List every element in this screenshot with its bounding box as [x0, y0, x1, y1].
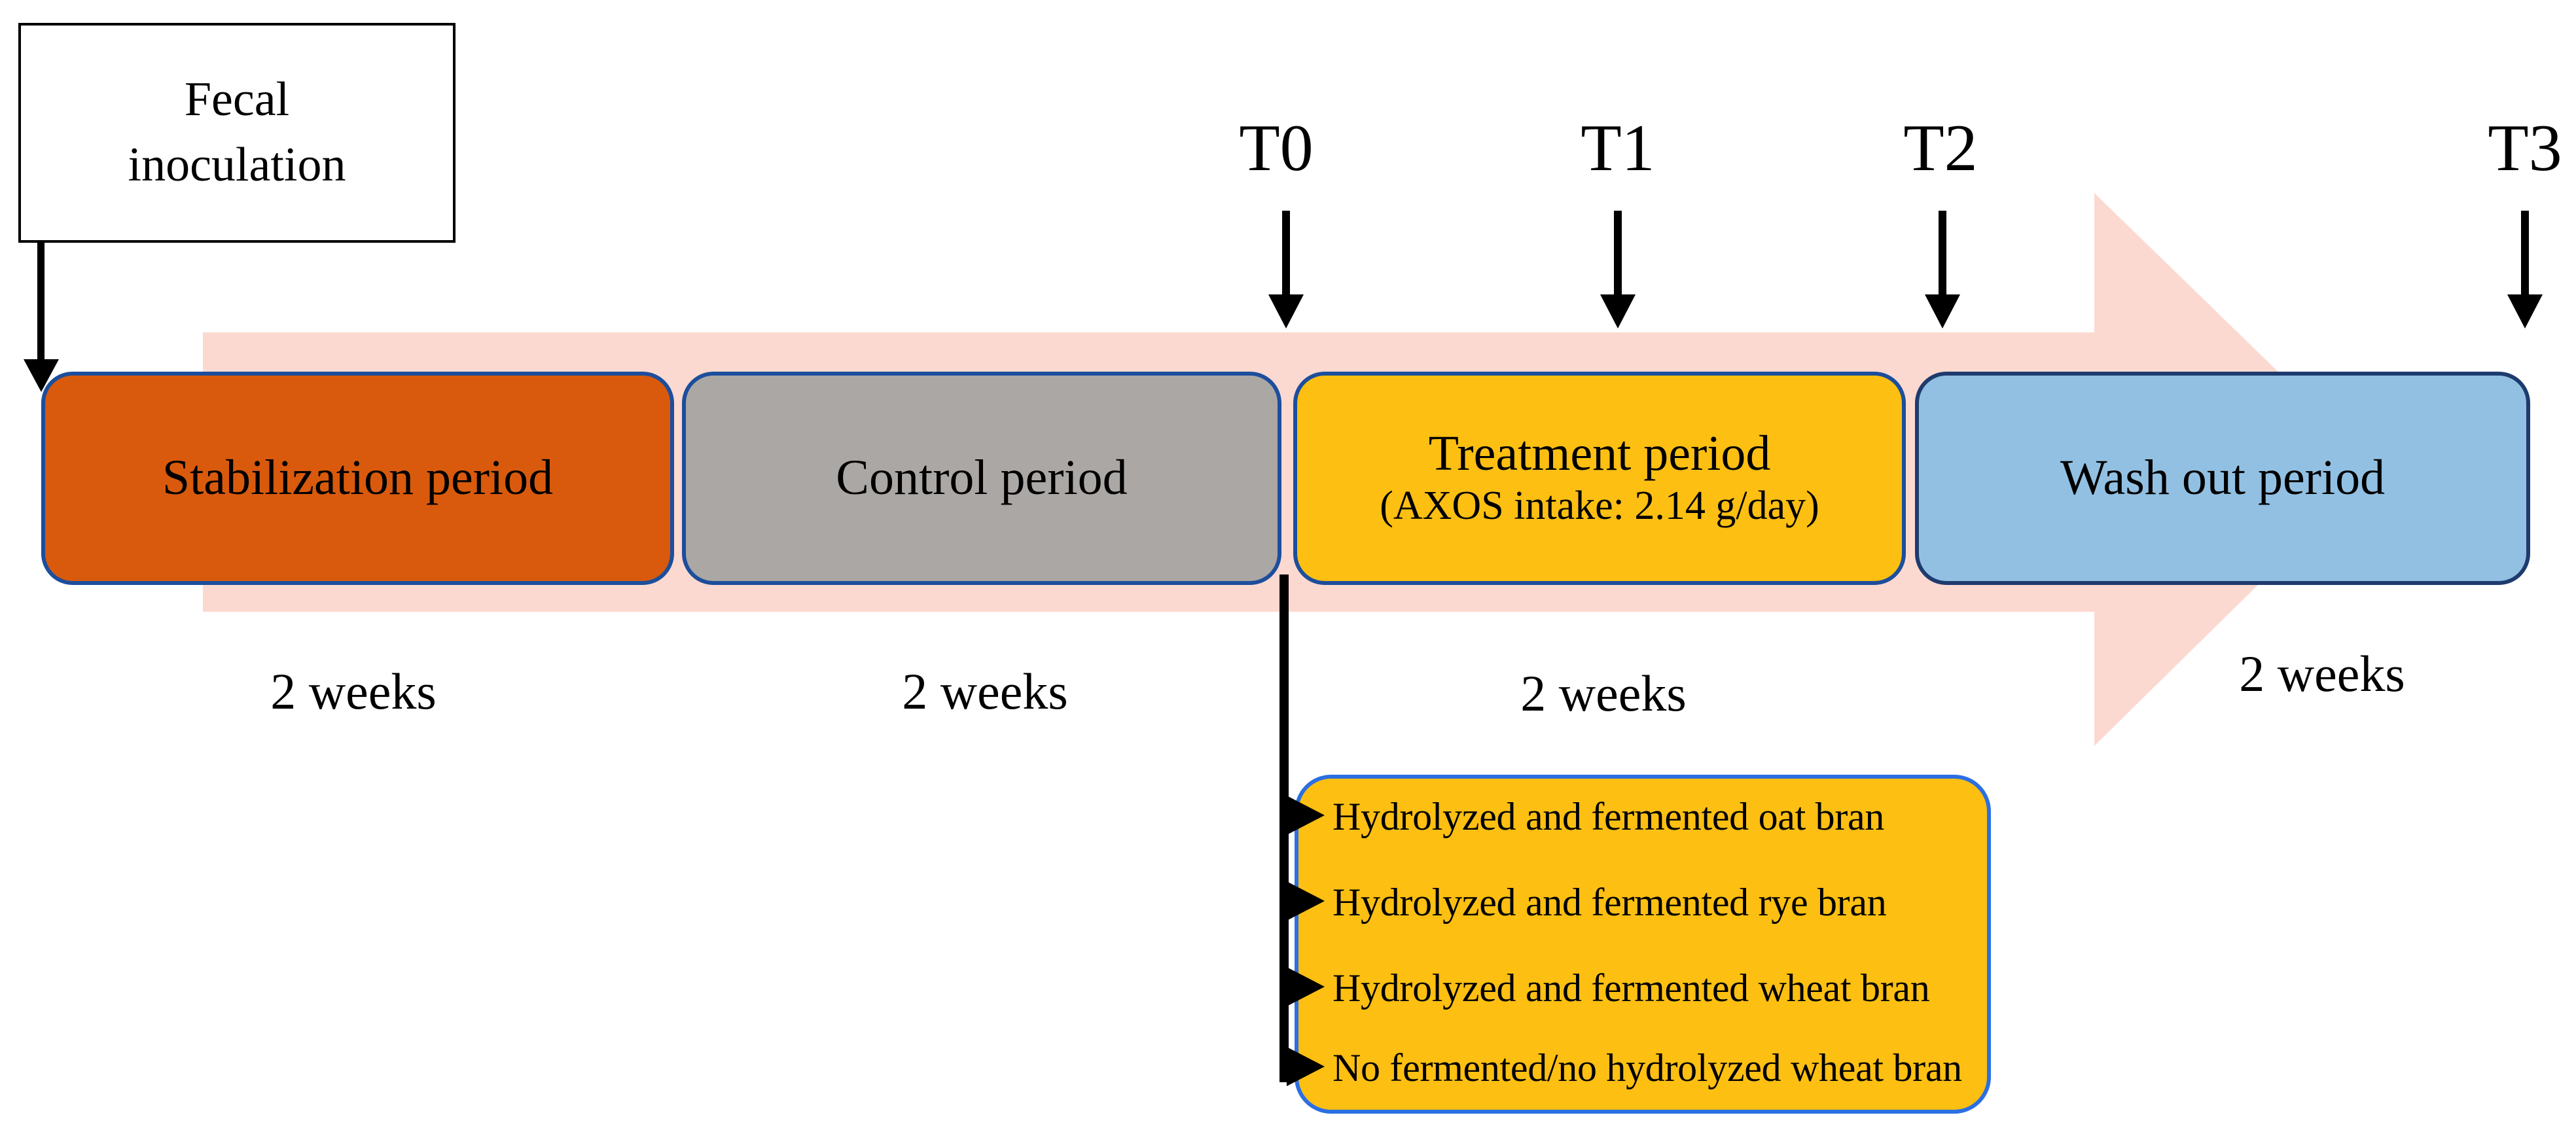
- period-box-control: Control period: [682, 372, 1281, 585]
- fecal-inoculation-label-line2: inoculation: [128, 138, 346, 192]
- t2-arrow-shaft: [1939, 211, 1946, 294]
- period-sublabel-axos-intake: (AXOS intake: 2.14 g/day): [1380, 484, 1819, 529]
- t0-arrow-shaft: [1282, 211, 1290, 294]
- period-label: Treatment period: [1428, 426, 1771, 482]
- timepoint-label-t3: T3: [2488, 111, 2562, 185]
- duration-label-stabilization: 2 weeks: [270, 663, 437, 720]
- timepoint-label-t0: T0: [1239, 111, 1314, 185]
- period-label: Wash out period: [2060, 450, 2386, 506]
- treatment-option-oat-bran: Hydrolyzed and fermented oat bran: [1333, 795, 1885, 838]
- timepoint-label-t2: T2: [1903, 111, 1978, 185]
- duration-label-treatment: 2 weeks: [1520, 665, 1687, 722]
- fecal-inoculation-label-line1: Fecal: [184, 73, 290, 127]
- option-bullet-arrow-icon: [1287, 796, 1325, 835]
- t1-arrow-down-icon: [1600, 294, 1636, 328]
- treatment-options-box: [1295, 775, 1991, 1114]
- period-box-stabilization: Stabilization period: [41, 372, 674, 585]
- period-box-washout: Wash out period: [1915, 372, 2530, 585]
- fecal-inoculation-box: Fecal inoculation: [18, 23, 456, 243]
- option-bullet-arrow-icon: [1287, 1047, 1325, 1086]
- fecal-arrow-down-icon: [24, 359, 59, 392]
- treatment-option-unfermented-wheat-bran: No fermented/no hydrolyzed wheat bran: [1333, 1046, 1962, 1089]
- t2-arrow-down-icon: [1925, 294, 1960, 328]
- duration-label-control: 2 weeks: [902, 663, 1068, 720]
- option-bullet-arrow-icon: [1287, 881, 1325, 921]
- t0-arrow-down-icon: [1268, 294, 1304, 328]
- timepoint-label-t1: T1: [1581, 111, 1655, 185]
- period-box-treatment: Treatment period (AXOS intake: 2.14 g/da…: [1293, 372, 1906, 585]
- t1-arrow-shaft: [1614, 211, 1622, 294]
- treatment-option-wheat-bran: Hydrolyzed and fermented wheat bran: [1333, 966, 1930, 1010]
- treatment-option-rye-bran: Hydrolyzed and fermented rye bran: [1333, 881, 1887, 924]
- period-label: Stabilization period: [162, 450, 554, 506]
- t3-arrow-down-icon: [2507, 294, 2543, 328]
- period-label: Control period: [836, 450, 1128, 506]
- option-bullet-arrow-icon: [1287, 967, 1325, 1006]
- t3-arrow-shaft: [2521, 211, 2529, 294]
- duration-label-washout: 2 weeks: [2239, 645, 2405, 702]
- fecal-arrow-shaft: [37, 243, 45, 359]
- t0-connector-line: [1279, 574, 1289, 1082]
